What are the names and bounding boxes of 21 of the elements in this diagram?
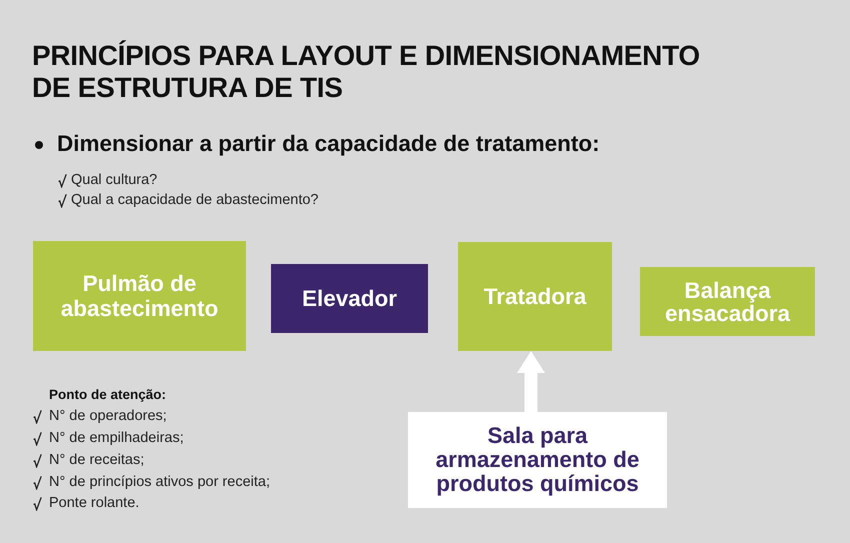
list-item: Qual a capacidade de abastecimento?	[71, 191, 318, 209]
box-label: Pulmão de abastecimento	[60, 271, 220, 321]
process-box	[640, 267, 815, 336]
storage-room-box	[408, 412, 667, 508]
list-item: N° de operadores;	[49, 407, 167, 425]
list-item: N° de receitas;	[49, 451, 144, 469]
list-item: N° de empilhadeiras;	[49, 429, 184, 447]
block-arrow	[517, 351, 545, 412]
list-item: N° de princípios ativos por receita;	[49, 473, 270, 491]
box-label: Sala para armazenamento de produtos químicos	[434, 424, 640, 496]
list-item: Qual cultura?	[71, 171, 158, 189]
process-box	[271, 264, 428, 333]
title: PRINCÍPIOS PARA LAYOUT E DIMENSIONAMENTO DE ESTRUTURA DE TIS	[32, 40, 701, 104]
heading-text: Dimensionar a partir da capacidade de tratamento:	[57, 130, 600, 158]
process-box	[33, 241, 246, 351]
box-label: Balança ensacadora	[664, 278, 792, 324]
list-heading: Ponto de atenção:	[49, 386, 166, 403]
list-item: Ponte rolante.	[49, 494, 140, 512]
process-box	[458, 242, 612, 351]
box-label: Elevador	[302, 286, 398, 311]
box-label: Tratadora	[484, 284, 586, 309]
